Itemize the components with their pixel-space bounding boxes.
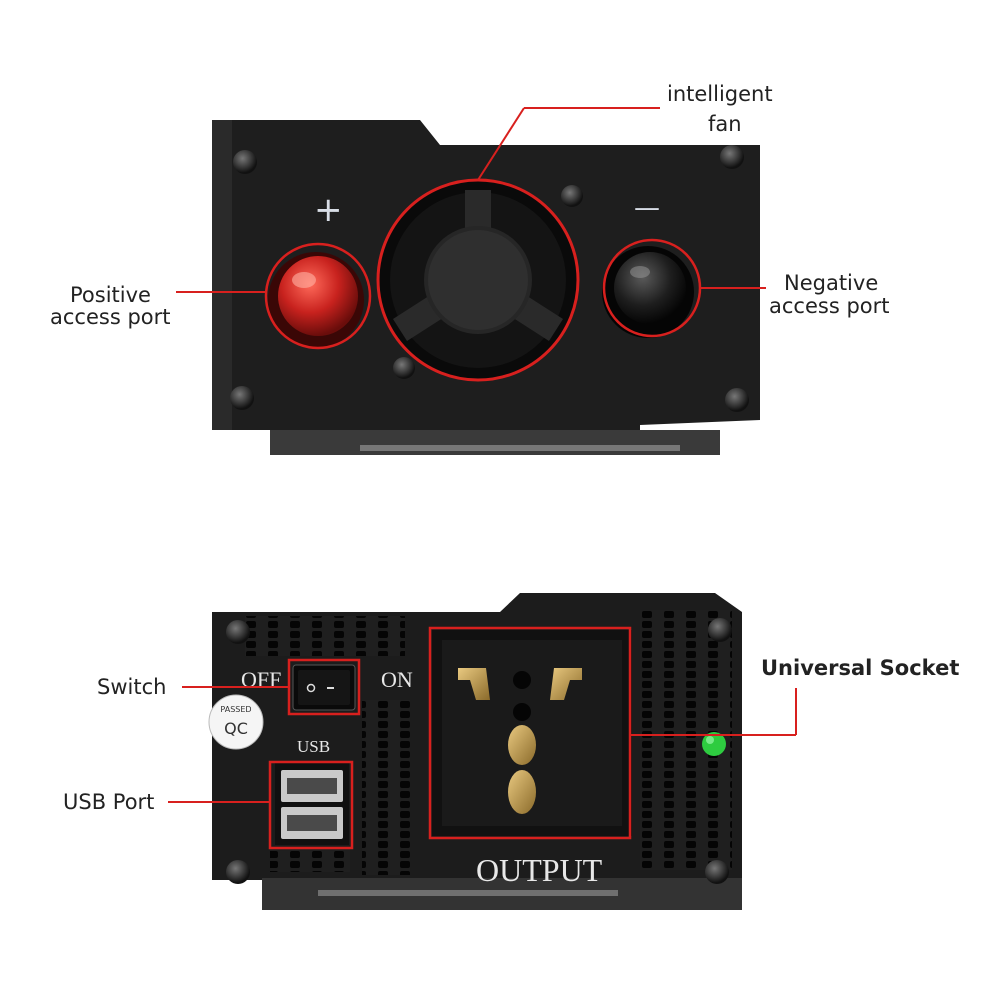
switch-on-marking: ON [381, 667, 413, 692]
screw-icon [226, 620, 250, 644]
qc-sticker: PASSED QC [208, 694, 264, 750]
qc-sticker-passed: PASSED [220, 705, 251, 714]
screw-icon [230, 386, 254, 410]
screw-icon [233, 150, 257, 174]
screw-icon [226, 860, 250, 884]
screw-icon [708, 618, 732, 642]
negative-label-line2: access port [769, 294, 889, 318]
socket-pin-left [458, 668, 490, 700]
fan-label-line1: intelligent [667, 82, 773, 106]
screw-icon [393, 357, 415, 379]
usb-marking: USB [297, 737, 330, 756]
socket-pin-right [550, 668, 582, 700]
top-inverter-panel: + — i [50, 82, 889, 455]
panel-edge [212, 120, 232, 430]
qc-sticker-qc: QC [224, 719, 248, 738]
usb-ports[interactable] [275, 763, 349, 845]
negative-label-line1: Negative [784, 271, 878, 295]
universal-socket[interactable] [432, 630, 632, 836]
negative-terminal [602, 246, 694, 338]
positive-terminal [268, 252, 364, 348]
fan-leader-line [477, 107, 525, 181]
vent-slots [270, 848, 350, 872]
positive-label-line2: access port [50, 305, 170, 329]
screw-icon [725, 388, 749, 412]
universal-socket-label: Universal Socket [761, 656, 959, 680]
bottom-inverter-panel: OFF ON PASSED QC USB [63, 593, 959, 910]
screw-icon [705, 860, 729, 884]
positive-label-line1: Positive [70, 283, 151, 307]
fan-label-line2: fan [708, 112, 742, 136]
socket-hole [513, 703, 531, 721]
cooling-fan [376, 178, 580, 382]
screw-icon [561, 185, 583, 207]
socket-hole [513, 671, 531, 689]
usb-highlight [268, 760, 354, 850]
positive-highlight [264, 242, 372, 350]
socket-pin-bottom [508, 770, 536, 814]
vent-slots [245, 616, 405, 656]
usb-port-label: USB Port [63, 790, 154, 814]
screw-icon [720, 145, 744, 169]
switch-label: Switch [97, 675, 166, 699]
plus-symbol: + [314, 190, 343, 230]
switch-off-marking: OFF [241, 667, 281, 692]
output-marking: OUTPUT [476, 852, 603, 888]
socket-highlight [428, 626, 632, 840]
mounting-flange [270, 430, 720, 455]
minus-symbol: — [634, 193, 660, 223]
power-switch[interactable] [292, 664, 356, 711]
vent-slots [362, 700, 410, 875]
socket-pin-middle [508, 725, 536, 765]
